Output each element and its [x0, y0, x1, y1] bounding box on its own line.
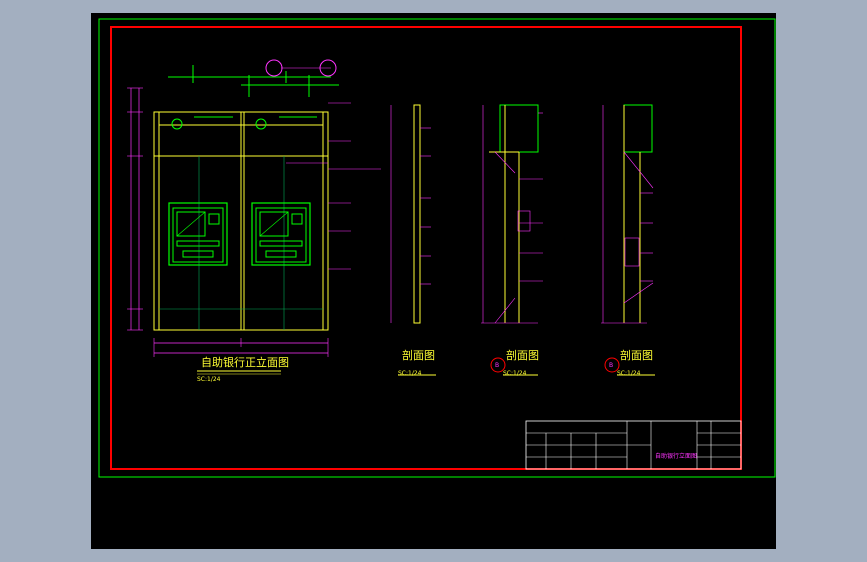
section-2 [481, 104, 543, 376]
section-3-scale: SC:1/24 [617, 370, 641, 377]
cad-drawing [98, 18, 776, 478]
section-1-scale: SC:1/24 [398, 370, 422, 377]
outer-frame [98, 18, 776, 478]
section-2-scale: SC:1/24 [503, 370, 527, 377]
section-2-title: 剖面图 [506, 349, 539, 362]
title-block-project: 自助银行立面图 [655, 453, 698, 460]
front-view-scale: SC:1/24 [197, 376, 221, 383]
front-elevation [127, 59, 381, 375]
section-2-marker: B [495, 362, 500, 369]
section-3-marker: B [609, 362, 614, 369]
section-1-title: 剖面图 [402, 349, 435, 362]
cad-viewport[interactable]: 自助银行正立面图 SC:1/24 剖面图 SC:1/24 B 剖面图 SC:1/… [91, 13, 776, 549]
title-block [525, 420, 742, 470]
inner-frame [110, 26, 742, 470]
section-3 [601, 104, 655, 376]
section-3-title: 剖面图 [620, 349, 653, 362]
front-view-title: 自助银行正立面图 [201, 356, 289, 369]
section-1 [390, 104, 436, 376]
